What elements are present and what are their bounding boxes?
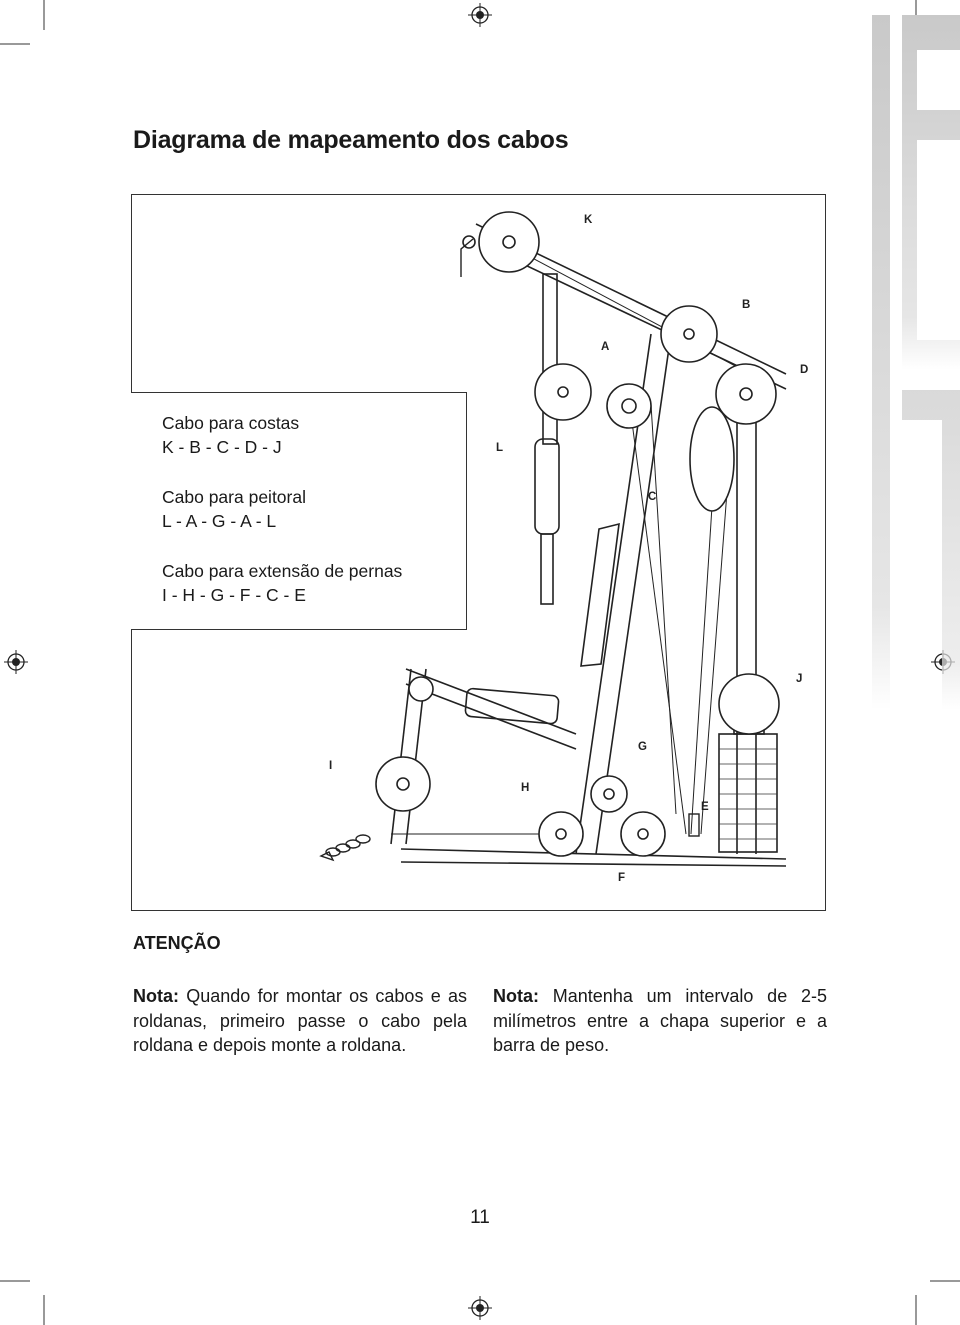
label-g: G (638, 741, 647, 753)
legend-item-chest-cable: Cabo para peitoral L - A - G - A - L (162, 485, 466, 533)
label-l: L (496, 442, 503, 454)
warning-heading: ATENÇÃO (133, 933, 221, 953)
label-k: K (584, 214, 593, 226)
label-e: E (701, 801, 709, 813)
legend-item-path: L - A - G - A - L (162, 511, 277, 531)
legend-item-leg-extension-cable: Cabo para extensão de pernas I - H - G -… (162, 559, 466, 607)
legend-item-name: Cabo para extensão de pernas (162, 561, 403, 581)
label-d: D (800, 364, 808, 376)
note-text: Quando for montar os cabos e as roldanas… (133, 986, 467, 1055)
chain-and-handles (319, 238, 700, 862)
note-label: Nota: (493, 986, 539, 1006)
label-a: A (601, 341, 609, 353)
label-j: J (796, 673, 802, 685)
registration-mark-icon (4, 650, 28, 674)
registration-mark-icon (468, 1296, 492, 1320)
label-b: B (742, 299, 750, 311)
legend-item-name: Cabo para peitoral (162, 487, 306, 507)
note-left: Nota: Quando for montar os cabos e as ro… (133, 984, 467, 1058)
note-label: Nota: (133, 986, 179, 1006)
legend-item-back-cable: Cabo para costas K - B - C - D - J (162, 411, 466, 459)
label-c: C (648, 491, 656, 503)
legend-item-path: I - H - G - F - C - E (162, 585, 306, 605)
weight-plates (719, 748, 777, 840)
pulley-labels: K B A D L C J G I H E F (329, 214, 808, 884)
note-right: Nota: Mantenha um intervalo de 2-5 milím… (493, 984, 827, 1058)
registration-mark-icon (468, 3, 492, 27)
cable-diagram: K B A D L C J G I H E F (319, 211, 808, 884)
page-title: Diagrama de mapeamento dos cabos (133, 126, 569, 154)
legend-item-name: Cabo para costas (162, 413, 300, 433)
label-f: F (618, 872, 625, 884)
side-tab-graphic (872, 15, 960, 710)
label-h: H (521, 782, 529, 794)
pulleys (375, 211, 780, 857)
label-i: I (329, 760, 332, 772)
cable-legend: Cabo para costas K - B - C - D - J Cabo … (131, 392, 467, 630)
page-number: 11 (470, 1207, 490, 1228)
legend-item-path: K - B - C - D - J (162, 437, 282, 457)
machine-frame (390, 223, 787, 867)
note-text: Mantenha um intervalo de 2-5 milímetros … (493, 986, 827, 1055)
